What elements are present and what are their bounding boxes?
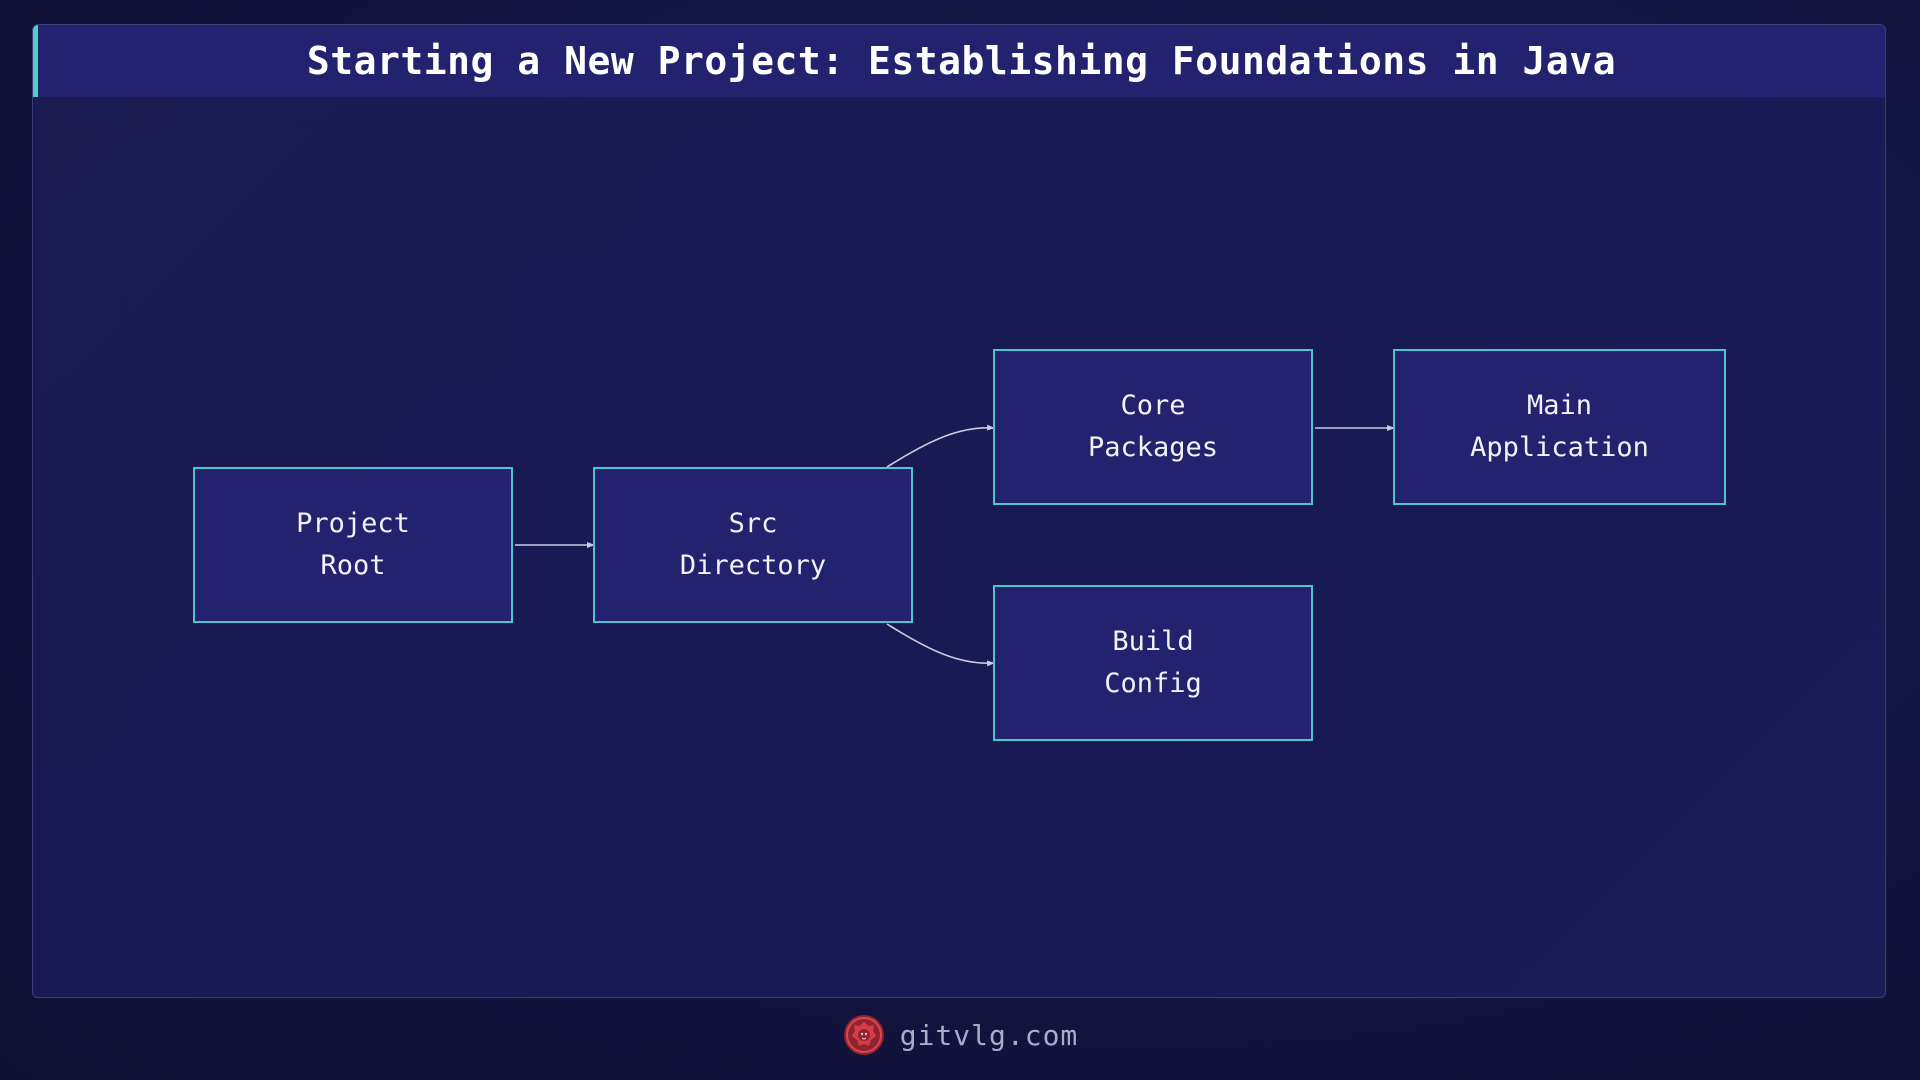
node-project-root: Project Root: [193, 467, 513, 623]
node-label: Core Packages: [1087, 390, 1219, 463]
node-main-application: Main Application: [1393, 349, 1726, 505]
node-label: Src Directory: [679, 508, 827, 581]
lion-logo-icon: [843, 1015, 884, 1055]
footer-brand[interactable]: gitvlg.com: [899, 1018, 1079, 1052]
node-label: Build Config: [1104, 626, 1202, 699]
node-core-packages: Core Packages: [993, 349, 1313, 505]
footer: gitvlg.com: [0, 1010, 1920, 1060]
title-bar: Starting a New Project: Establishing Fou…: [33, 25, 1885, 97]
node-label: Main Application: [1470, 390, 1649, 463]
node-build-config: Build Config: [993, 585, 1313, 741]
page-title: Starting a New Project: Establishing Fou…: [306, 39, 1617, 83]
node-label: Project Root: [296, 508, 410, 581]
node-src-directory: Src Directory: [593, 467, 913, 623]
